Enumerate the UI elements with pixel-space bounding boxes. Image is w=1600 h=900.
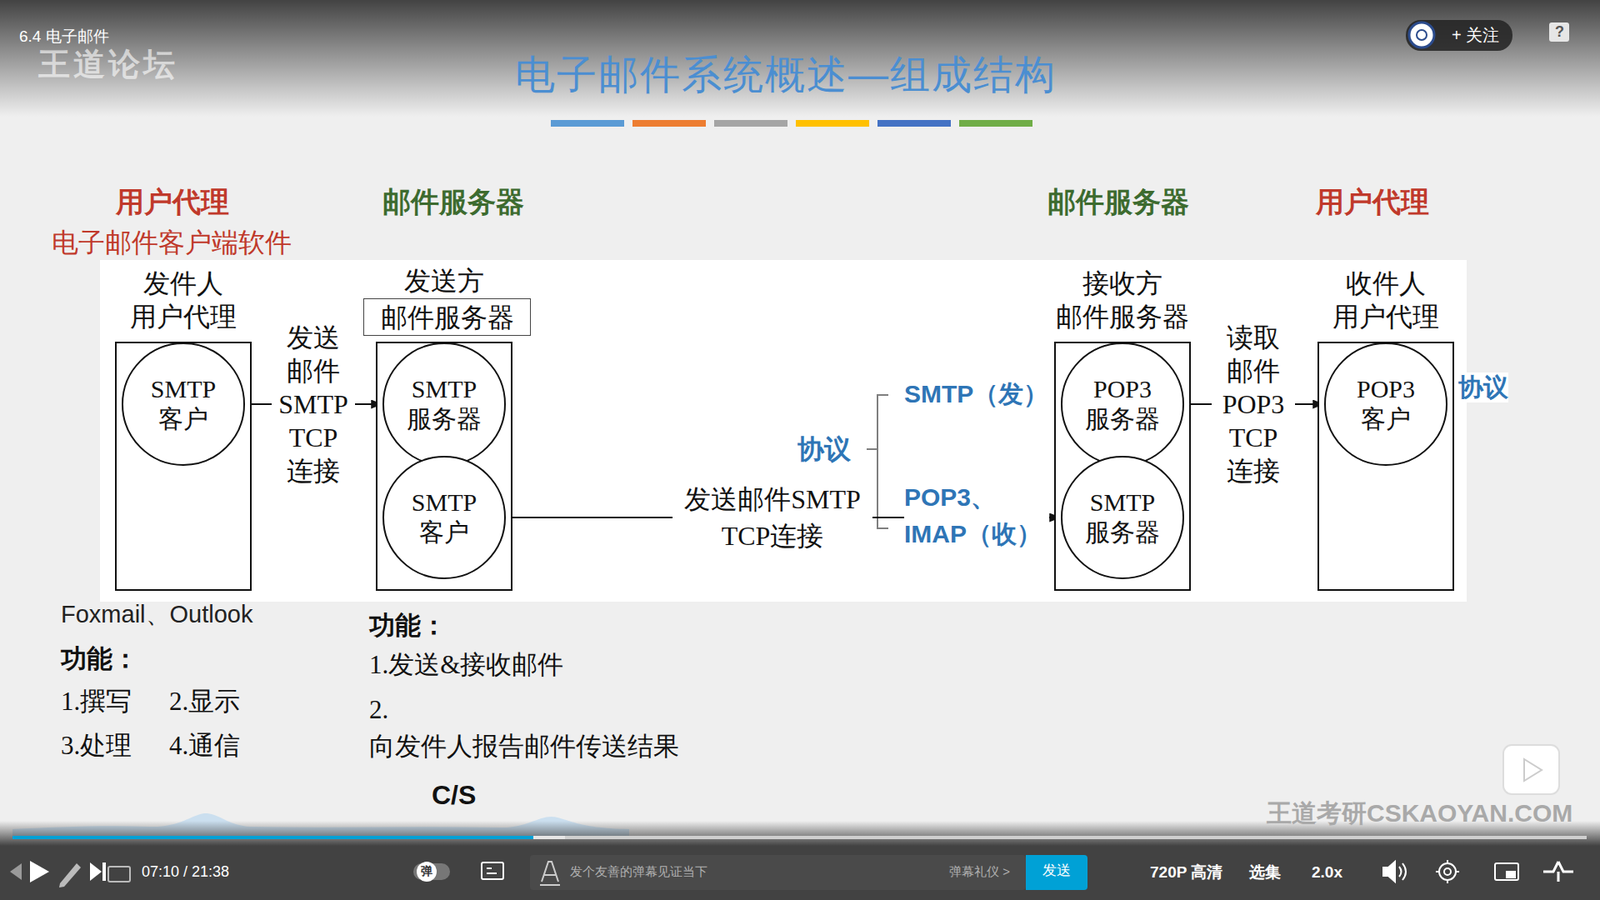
function-item: 4.通信 (169, 730, 240, 761)
connector-label: 发送 邮件 SMTP TCP 连接 (271, 320, 355, 488)
font-icon (540, 861, 560, 885)
function-item: 3.处理 (60, 730, 132, 761)
circle-label: SMTP 客户 (394, 487, 495, 548)
circle-outline (382, 342, 506, 466)
protocol-label: 协议 (797, 433, 851, 465)
function-item: 2.显示 (169, 685, 240, 717)
circle-outline (382, 455, 506, 580)
circle-outline (1060, 455, 1185, 580)
circle-shape (122, 343, 245, 465)
help-icon: ? (1555, 22, 1565, 41)
channel-logo-inner (1416, 30, 1427, 40)
circle-shape (1061, 343, 1184, 465)
replay-icon (1524, 759, 1542, 781)
architecture-label: C/S (431, 779, 476, 811)
section-subheading: 电子邮件客户端软件 (51, 226, 292, 259)
section-heading: 邮件服务器 (1047, 185, 1190, 220)
video-title: 6.4 电子邮件 (19, 26, 110, 46)
episode-selector: 选集 (1249, 862, 1281, 882)
diagram-panel (100, 260, 1467, 602)
progress-buffer (12, 835, 565, 840)
circle-outline (1324, 342, 1448, 466)
channel-logo (1409, 22, 1435, 48)
box-heading: 发件人 用户代理 (112, 266, 255, 334)
circle-label: POP3 服务器 (1072, 374, 1173, 435)
circle-shape (383, 456, 505, 579)
pop3-client-circle: POP3 客户 (1324, 342, 1448, 466)
connector-label: 发送邮件SMTP TCP连接 (672, 480, 873, 555)
danmaku-etiquette: 弹幕礼仪 > (949, 864, 1010, 880)
function-item: 1.发送&接收邮件 (369, 649, 564, 680)
help-icon-box (1549, 22, 1570, 42)
progress-track (12, 835, 1587, 840)
box-heading: 收件人 用户代理 (1315, 266, 1457, 334)
slide-title: 电子邮件系统概述—组成结构 (515, 48, 1057, 102)
danmaku-input (530, 855, 1026, 890)
function-heading: 功能： (369, 610, 447, 641)
watermark: 王道论坛 (38, 45, 179, 84)
smtp-client-circle: SMTP 客户 (121, 342, 245, 466)
circle-label: SMTP 服务器 (1072, 487, 1173, 548)
function-item: 2.向发件人报告邮件传送结果 (369, 691, 611, 765)
function-item: 1.撰写 (60, 685, 132, 717)
section-heading: 邮件服务器 (382, 185, 525, 220)
player-right-icons (1383, 860, 1574, 884)
player-icons (10, 860, 504, 888)
send-button-text: 发送 (1042, 862, 1071, 880)
connector-label: 读取 邮件 POP3 TCP 连接 (1211, 320, 1295, 488)
quality-selector: 720P 高清 (1150, 862, 1223, 882)
user-agent-box: 收件人 用户代理POP3 客户 (1317, 341, 1455, 591)
danmaku-toggle: 弹 (420, 864, 433, 879)
protocol-label: POP3、 IMAP（收） (904, 479, 1050, 553)
top-overlay (0, 0, 1600, 117)
box-heading: 发送方 (373, 264, 515, 298)
replay-box (1503, 745, 1560, 795)
protocol-label: SMTP（发） (904, 379, 1049, 410)
time-display: 07:10 / 21:38 (141, 862, 230, 881)
box-heading: 接收方 邮件服务器 (1051, 266, 1194, 334)
circle-outline (121, 342, 245, 466)
circle-shape (1325, 343, 1447, 465)
circle-outline (1060, 342, 1185, 466)
color-bars (550, 120, 1033, 127)
highlight-box: 邮件服务器 (363, 298, 531, 336)
smtp-server-circle: SMTP 服务器 (1060, 455, 1185, 580)
smtp-client-circle: SMTP 客户 (382, 455, 506, 580)
box-label: 邮件服务器 (380, 301, 515, 334)
danmaku-placeholder: 发个友善的弹幕见证当下 (570, 864, 708, 880)
client-examples: Foxmail、Outlook (60, 600, 253, 630)
circle-shape (383, 343, 505, 465)
section-heading: 用户代理 (1315, 185, 1430, 220)
mail-server-box: 发送方SMTP 服务器SMTP 客户 (375, 341, 513, 591)
mail-server-box: 接收方 邮件服务器POP3 服务器SMTP 服务器 (1054, 341, 1191, 591)
send-button (1025, 855, 1088, 890)
smtp-server-circle: SMTP 服务器 (382, 342, 506, 466)
progress-fill (12, 835, 534, 840)
user-agent-box: 发件人 用户代理SMTP 客户 (115, 341, 252, 591)
pop3-server-circle: POP3 服务器 (1060, 342, 1185, 466)
control-bar (0, 845, 1600, 900)
circle-label: SMTP 客户 (133, 374, 234, 435)
function-heading: 功能： (60, 643, 139, 675)
follow-button-text: + 关注 (1451, 25, 1500, 45)
protocol-label: 协议 (1458, 372, 1509, 403)
watermark: 王道考研CSKAOYAN.COM (1266, 798, 1573, 829)
circle-label: POP3 客户 (1335, 374, 1436, 435)
speed-selector: 2.0x (1311, 862, 1343, 882)
circle-label: SMTP 服务器 (394, 374, 495, 435)
section-heading: 用户代理 (115, 185, 230, 220)
circle-shape (1061, 456, 1184, 579)
follow-button (1405, 20, 1513, 51)
